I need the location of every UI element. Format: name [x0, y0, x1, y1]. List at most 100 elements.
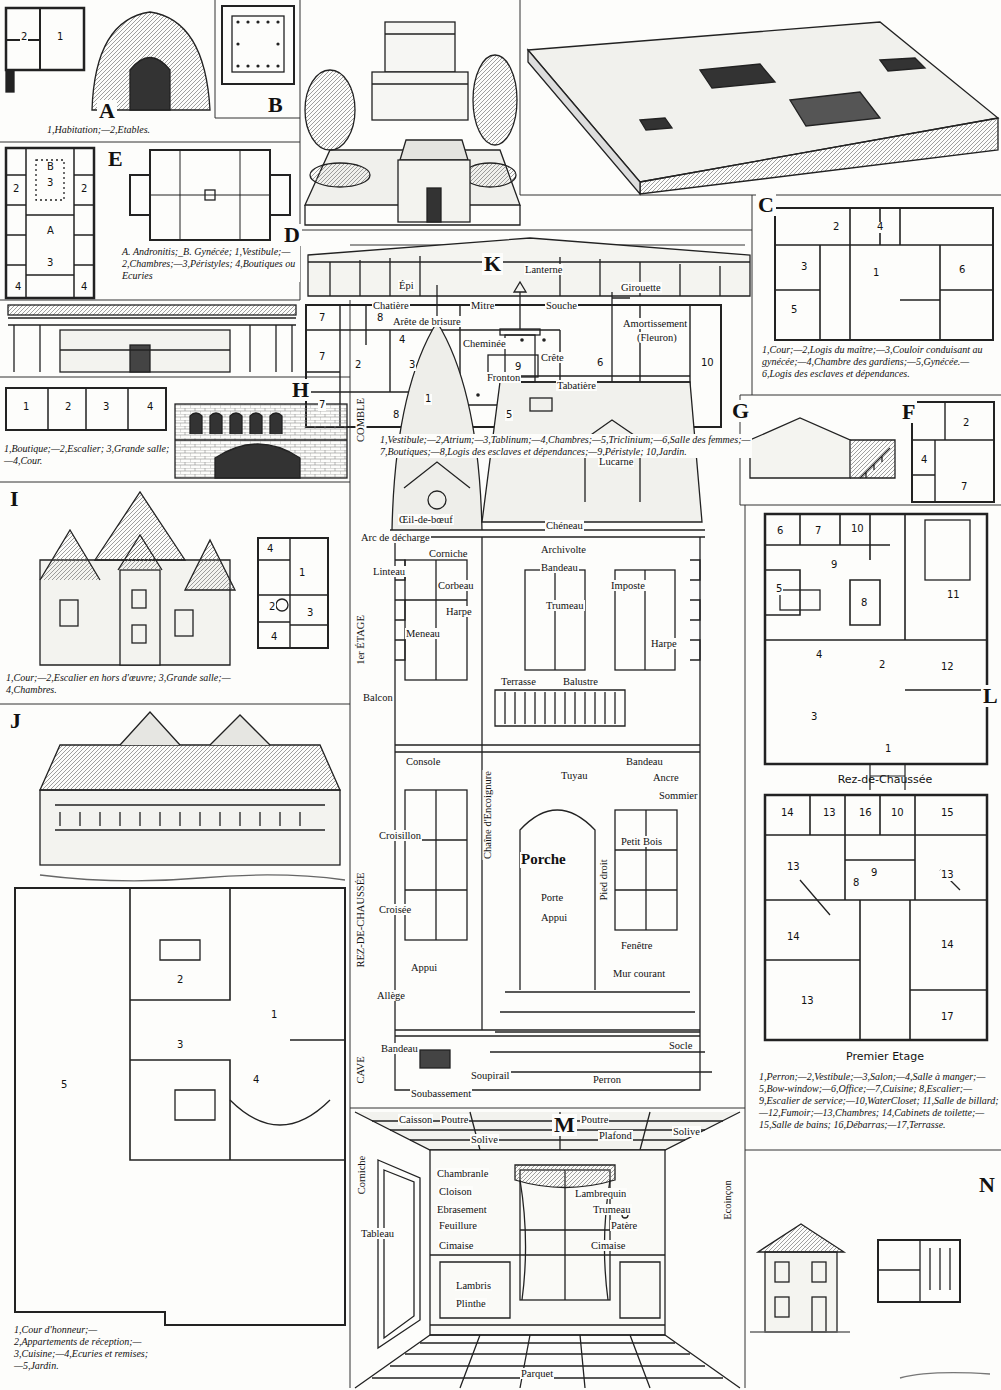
part-label: Parquet: [520, 1368, 554, 1379]
figure-letter: L: [981, 685, 1000, 707]
part-label: Cimaise: [590, 1240, 626, 1251]
part-label: 1er ÉTAGE: [355, 614, 366, 666]
room-number: 2: [268, 602, 276, 613]
figure-letter: G: [730, 400, 751, 422]
room-number: 3: [46, 258, 54, 269]
part-label: CAVE: [355, 1055, 366, 1084]
room-number: 5: [775, 584, 783, 595]
figure-caption: 1,Perron;—2,Vestibule;—3,Salon;—4,Salle …: [759, 1071, 999, 1131]
room-number: 12: [940, 662, 955, 673]
part-label: Amortissement: [622, 318, 688, 329]
room-number: 5: [505, 410, 513, 421]
room-number: 2: [12, 184, 20, 195]
figure-caption: 1,Cour d'honneur;—2,Appartements de réce…: [14, 1324, 149, 1372]
part-label: Croisillon: [378, 830, 422, 841]
figure-letter: N: [977, 1174, 997, 1196]
part-label: Caisson: [398, 1114, 433, 1125]
part-label: Souche: [545, 300, 578, 311]
room-number: 8: [852, 878, 860, 889]
part-label: Corniche: [428, 548, 469, 559]
room-number: 7: [318, 352, 326, 363]
part-label: Chatière: [372, 300, 410, 311]
part-label: Épi: [398, 280, 415, 291]
part-label: Patère: [610, 1220, 638, 1231]
part-label: Poutre: [580, 1114, 609, 1125]
room-number: 13: [822, 808, 837, 819]
part-label: Imposte: [610, 580, 646, 591]
room-number: 9: [514, 362, 522, 373]
figure-caption: 1,Boutique;—2,Escalier; 3,Grande salle;—…: [4, 443, 172, 467]
figure-panel: E: [2, 142, 122, 302]
room-number: 1: [270, 1010, 278, 1021]
part-label: Soupirail: [470, 1070, 511, 1081]
part-label: Harpe: [650, 638, 678, 649]
room-number: 1: [56, 32, 64, 43]
room-number: 3: [810, 712, 818, 723]
figure-panel: K: [352, 247, 742, 1107]
part-label: Ebrasement: [436, 1204, 488, 1215]
figure-letter: H: [290, 379, 311, 401]
room-number: 2: [878, 660, 886, 671]
room-number: 2: [20, 32, 28, 43]
room-number: 2: [962, 418, 970, 429]
part-label: Appui: [410, 962, 438, 973]
room-number: 1: [298, 568, 306, 579]
part-label: Ancre: [652, 772, 680, 783]
room-number: 15: [940, 808, 955, 819]
part-label: Corbeau: [437, 580, 475, 591]
part-label: Mitre: [470, 300, 495, 311]
room-number: 17: [940, 1012, 955, 1023]
figure-caption: 1,Habitation;—2,Etables.: [47, 124, 215, 136]
part-label: Balustre: [562, 676, 599, 687]
figure-letter: F: [900, 401, 917, 423]
room-number: 4: [398, 335, 406, 346]
room-number: 14: [780, 808, 795, 819]
part-label: Allège: [376, 990, 406, 1001]
figure-panel: I1,Cour;—2,Escalier en hors d'œuvre; 3,G…: [2, 482, 350, 702]
room-number: 16: [858, 808, 873, 819]
room-number: 13: [940, 870, 955, 881]
room-number: 4: [876, 222, 884, 233]
room-number: 8: [376, 313, 384, 324]
room-number: 4: [266, 544, 274, 555]
part-label: Porche: [520, 852, 567, 868]
room-number: 10: [890, 808, 905, 819]
room-number: 7: [960, 482, 968, 493]
part-label: Lanterne: [524, 264, 563, 275]
part-label: Trumeau: [592, 1204, 632, 1215]
part-label: Soubassement: [410, 1088, 472, 1099]
room-number: 2: [80, 184, 88, 195]
figure-letter: I: [8, 488, 21, 510]
figure-letter: M: [552, 1114, 577, 1136]
figure-letter: B: [266, 94, 285, 116]
figure-panel: B: [216, 2, 300, 118]
room-number: 6: [596, 358, 604, 369]
part-label: Girouette: [620, 282, 662, 293]
part-label: Appui: [540, 912, 568, 923]
part-label: Crête: [540, 352, 565, 363]
part-label: Perron: [592, 1074, 622, 1085]
figure-letter: J: [8, 710, 23, 732]
part-label: Cheminée: [462, 338, 507, 349]
part-label: Lambris: [455, 1280, 492, 1291]
room-number: 7: [318, 400, 326, 411]
part-label: Fenêtre: [620, 940, 654, 951]
part-label: Mur courant: [612, 968, 666, 979]
part-label: Archivolte: [540, 544, 587, 555]
room-number: 10: [700, 358, 715, 369]
part-label: Linteau: [372, 566, 406, 577]
figure-caption: 1,Cour;—2,Logis du maître;—3,Couloir con…: [762, 344, 996, 380]
part-label: Meneau: [405, 628, 441, 639]
part-label: Bandeau: [540, 562, 579, 573]
part-label: Pied droit: [598, 858, 609, 901]
room-number: 3: [46, 178, 54, 189]
part-label: Poutre: [440, 1114, 469, 1125]
part-label: Arête de brisure: [392, 316, 462, 327]
room-number: 8: [860, 598, 868, 609]
room-number: 5: [790, 305, 798, 316]
part-label: Bandeau: [380, 1043, 419, 1054]
room-number: 2: [832, 222, 840, 233]
plan-title: Rez-de-Chaussée: [805, 773, 965, 786]
